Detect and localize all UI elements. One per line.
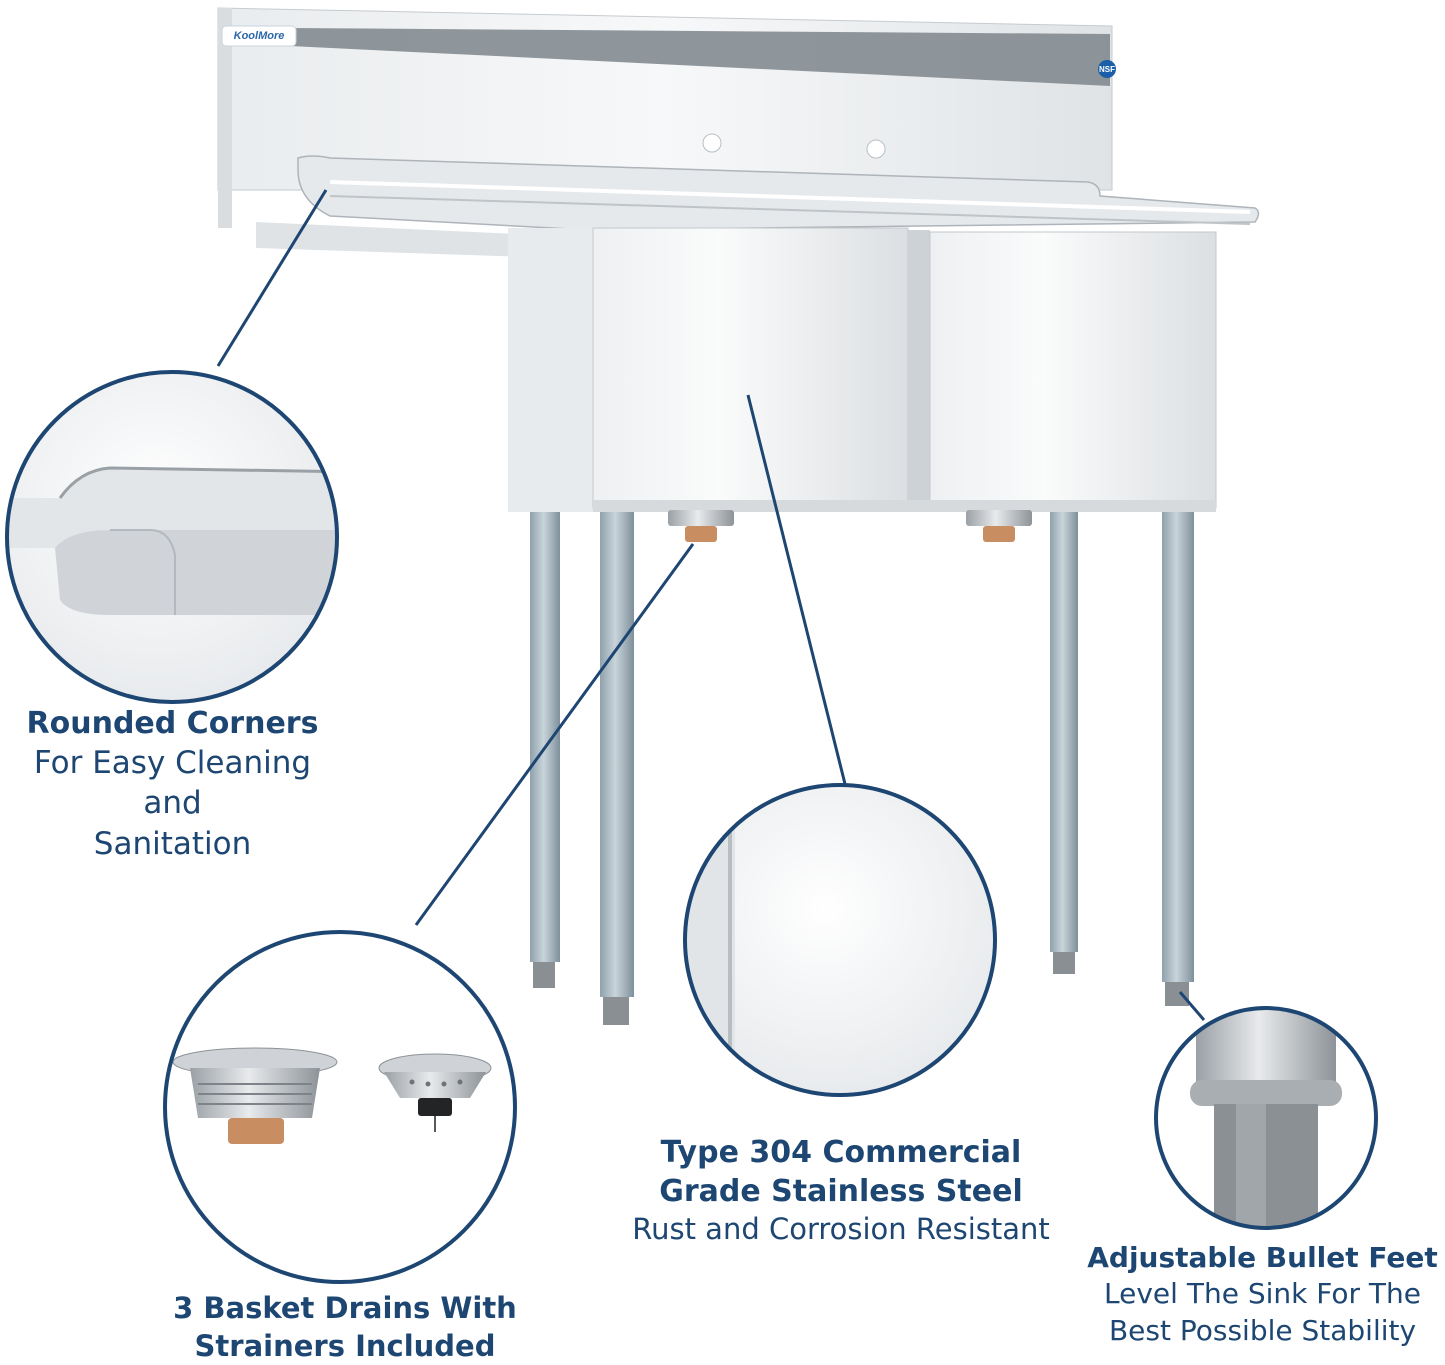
nsf-badge xyxy=(1098,60,1116,78)
feature-stainless-steel: Type 304 Commercial Grade Stainless Stee… xyxy=(610,1133,1072,1249)
drain-fittings xyxy=(668,510,1032,542)
brand-logo-text: KoolMore xyxy=(233,30,285,42)
basket-drains-detail xyxy=(163,930,517,1284)
backsplash xyxy=(217,7,1113,228)
feature-basket-drains: 3 Basket Drains With Strainers Included xyxy=(150,1290,540,1365)
feature-description: Best Possible Stability xyxy=(1108,1313,1417,1347)
feature-description: For Easy Cleaning and xyxy=(33,745,312,822)
feature-title: Grade Stainless Steel xyxy=(659,1174,1023,1209)
brand-logo xyxy=(221,25,297,47)
feature-description: Level The Sink For The xyxy=(1104,1277,1421,1311)
sink-legs xyxy=(530,512,1194,1025)
feature-description: Sanitation xyxy=(93,825,252,862)
feature-rounded-corners: Rounded Corners For Easy Cleaning and Sa… xyxy=(0,704,345,864)
feature-title: Strainers Included xyxy=(194,1328,496,1363)
feature-title: Rounded Corners xyxy=(26,706,319,741)
stainless-steel-detail xyxy=(683,783,997,1097)
feature-description: Rust and Corrosion Resistant xyxy=(632,1212,1050,1246)
nsf-badge-text: NSF xyxy=(1099,64,1115,74)
feature-title: Type 304 Commercial xyxy=(660,1135,1022,1170)
bullet-foot-detail xyxy=(1154,1006,1378,1230)
feature-title: Adjustable Bullet Feet xyxy=(1087,1241,1438,1274)
rounded-corners-detail xyxy=(5,370,339,704)
feature-title: 3 Basket Drains With xyxy=(173,1291,517,1325)
feature-bullet-feet: Adjustable Bullet Feet Level The Sink Fo… xyxy=(1080,1240,1445,1349)
sink-top xyxy=(256,155,1260,258)
callout-lines xyxy=(216,189,1206,1021)
sink-bowls xyxy=(508,227,1217,512)
